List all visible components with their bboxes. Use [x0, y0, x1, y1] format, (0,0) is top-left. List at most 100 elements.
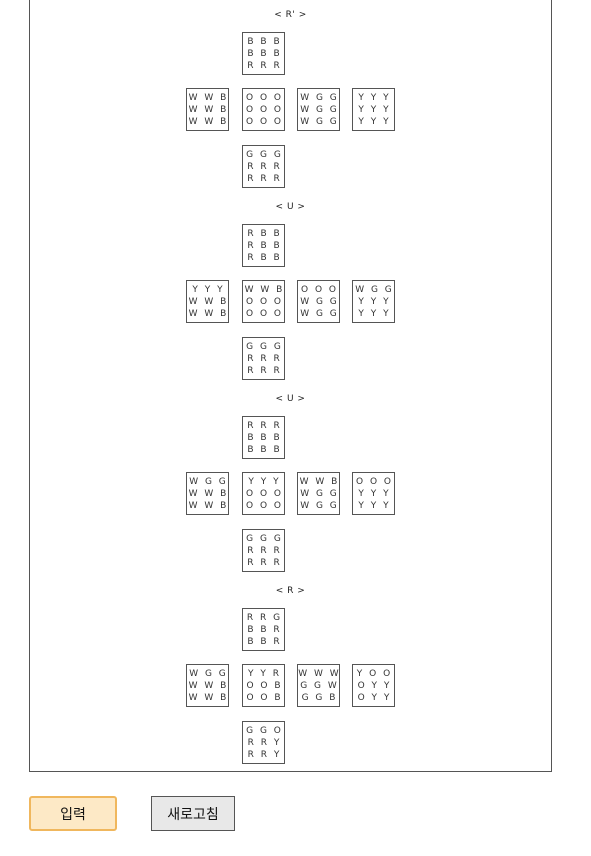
refresh-button[interactable]: 새로고침 — [151, 796, 235, 831]
face-row: G G B — [301, 692, 338, 703]
input-button[interactable]: 입력 — [29, 796, 117, 831]
face-row: Y Y Y — [192, 284, 225, 295]
face-row: W G G — [300, 92, 339, 103]
face-row: G G G — [246, 341, 283, 352]
face-row: B B R — [247, 636, 282, 647]
face-row: O Y Y — [357, 692, 392, 703]
face-row: W W B — [188, 692, 229, 703]
face-row: G G G — [246, 533, 283, 544]
face-row: G G O — [246, 725, 283, 736]
step-label: < R > — [275, 586, 306, 596]
face-row: W W W — [298, 668, 341, 679]
face-row: W W B — [188, 488, 229, 499]
step-label: < U > — [275, 202, 306, 212]
face-row: R B B — [247, 252, 282, 263]
face-row: W G G — [300, 500, 339, 511]
face-row: B B B — [247, 36, 282, 47]
face-row: W G G — [355, 284, 394, 295]
face-row: R R Y — [247, 749, 282, 760]
face-row: O O O — [246, 92, 283, 103]
face-row: R R R — [247, 420, 282, 431]
face-row: W G G — [300, 104, 339, 115]
face-row: Y Y Y — [358, 308, 391, 319]
face-row: B B B — [247, 48, 282, 59]
face-row: O O O — [246, 308, 283, 319]
face-row: O Y Y — [357, 680, 392, 691]
face-row: W W B — [188, 296, 229, 307]
face-row: G G W — [300, 680, 339, 691]
face-row: Y Y Y — [358, 116, 391, 127]
face-row: R R R — [247, 557, 282, 568]
face-row: W W B — [188, 104, 229, 115]
face-row: W W B — [188, 680, 229, 691]
face-row: O O O — [246, 104, 283, 115]
face-row: Y O O — [356, 668, 393, 679]
face-row: Y Y Y — [358, 104, 391, 115]
face-row: O O O — [246, 488, 283, 499]
face-row: Y Y Y — [358, 296, 391, 307]
face-row: W W B — [299, 476, 340, 487]
face-row: R R G — [246, 612, 283, 623]
face-row: O O O — [356, 476, 393, 487]
face-row: O O O — [246, 116, 283, 127]
face-row: W G G — [300, 488, 339, 499]
face-row: W G G — [300, 308, 339, 319]
face-row: Y Y R — [248, 668, 281, 679]
face-row: W W B — [188, 500, 229, 511]
face-row: B B B — [247, 432, 282, 443]
face-row: W W B — [188, 308, 229, 319]
face-row: Y Y Y — [358, 488, 391, 499]
face-row: B B R — [247, 624, 282, 635]
face-row: Y Y Y — [358, 500, 391, 511]
face-row: W G G — [300, 116, 339, 127]
face-row: Y Y Y — [358, 92, 391, 103]
face-row: W W B — [188, 116, 229, 127]
face-row: R R R — [247, 365, 282, 376]
step-label: < R' > — [274, 10, 307, 20]
face-row: R R R — [247, 353, 282, 364]
face-row: W W B — [244, 284, 285, 295]
face-row: R R Y — [247, 737, 282, 748]
face-row: W W B — [188, 92, 229, 103]
face-row: O O B — [246, 692, 283, 703]
face-row: O O O — [246, 296, 283, 307]
face-row: W G G — [300, 296, 339, 307]
face-row: Y Y Y — [248, 476, 281, 487]
face-row: R R R — [247, 161, 282, 172]
face-row: O O O — [301, 284, 338, 295]
face-row: B B B — [247, 444, 282, 455]
step-label: < U > — [275, 394, 306, 404]
face-row: R B B — [247, 240, 282, 251]
face-row: R R R — [247, 60, 282, 71]
face-row: R R R — [247, 545, 282, 556]
face-row: O O B — [246, 680, 283, 691]
face-row: W G G — [189, 476, 228, 487]
face-row: O O O — [246, 500, 283, 511]
face-row: R R R — [247, 173, 282, 184]
